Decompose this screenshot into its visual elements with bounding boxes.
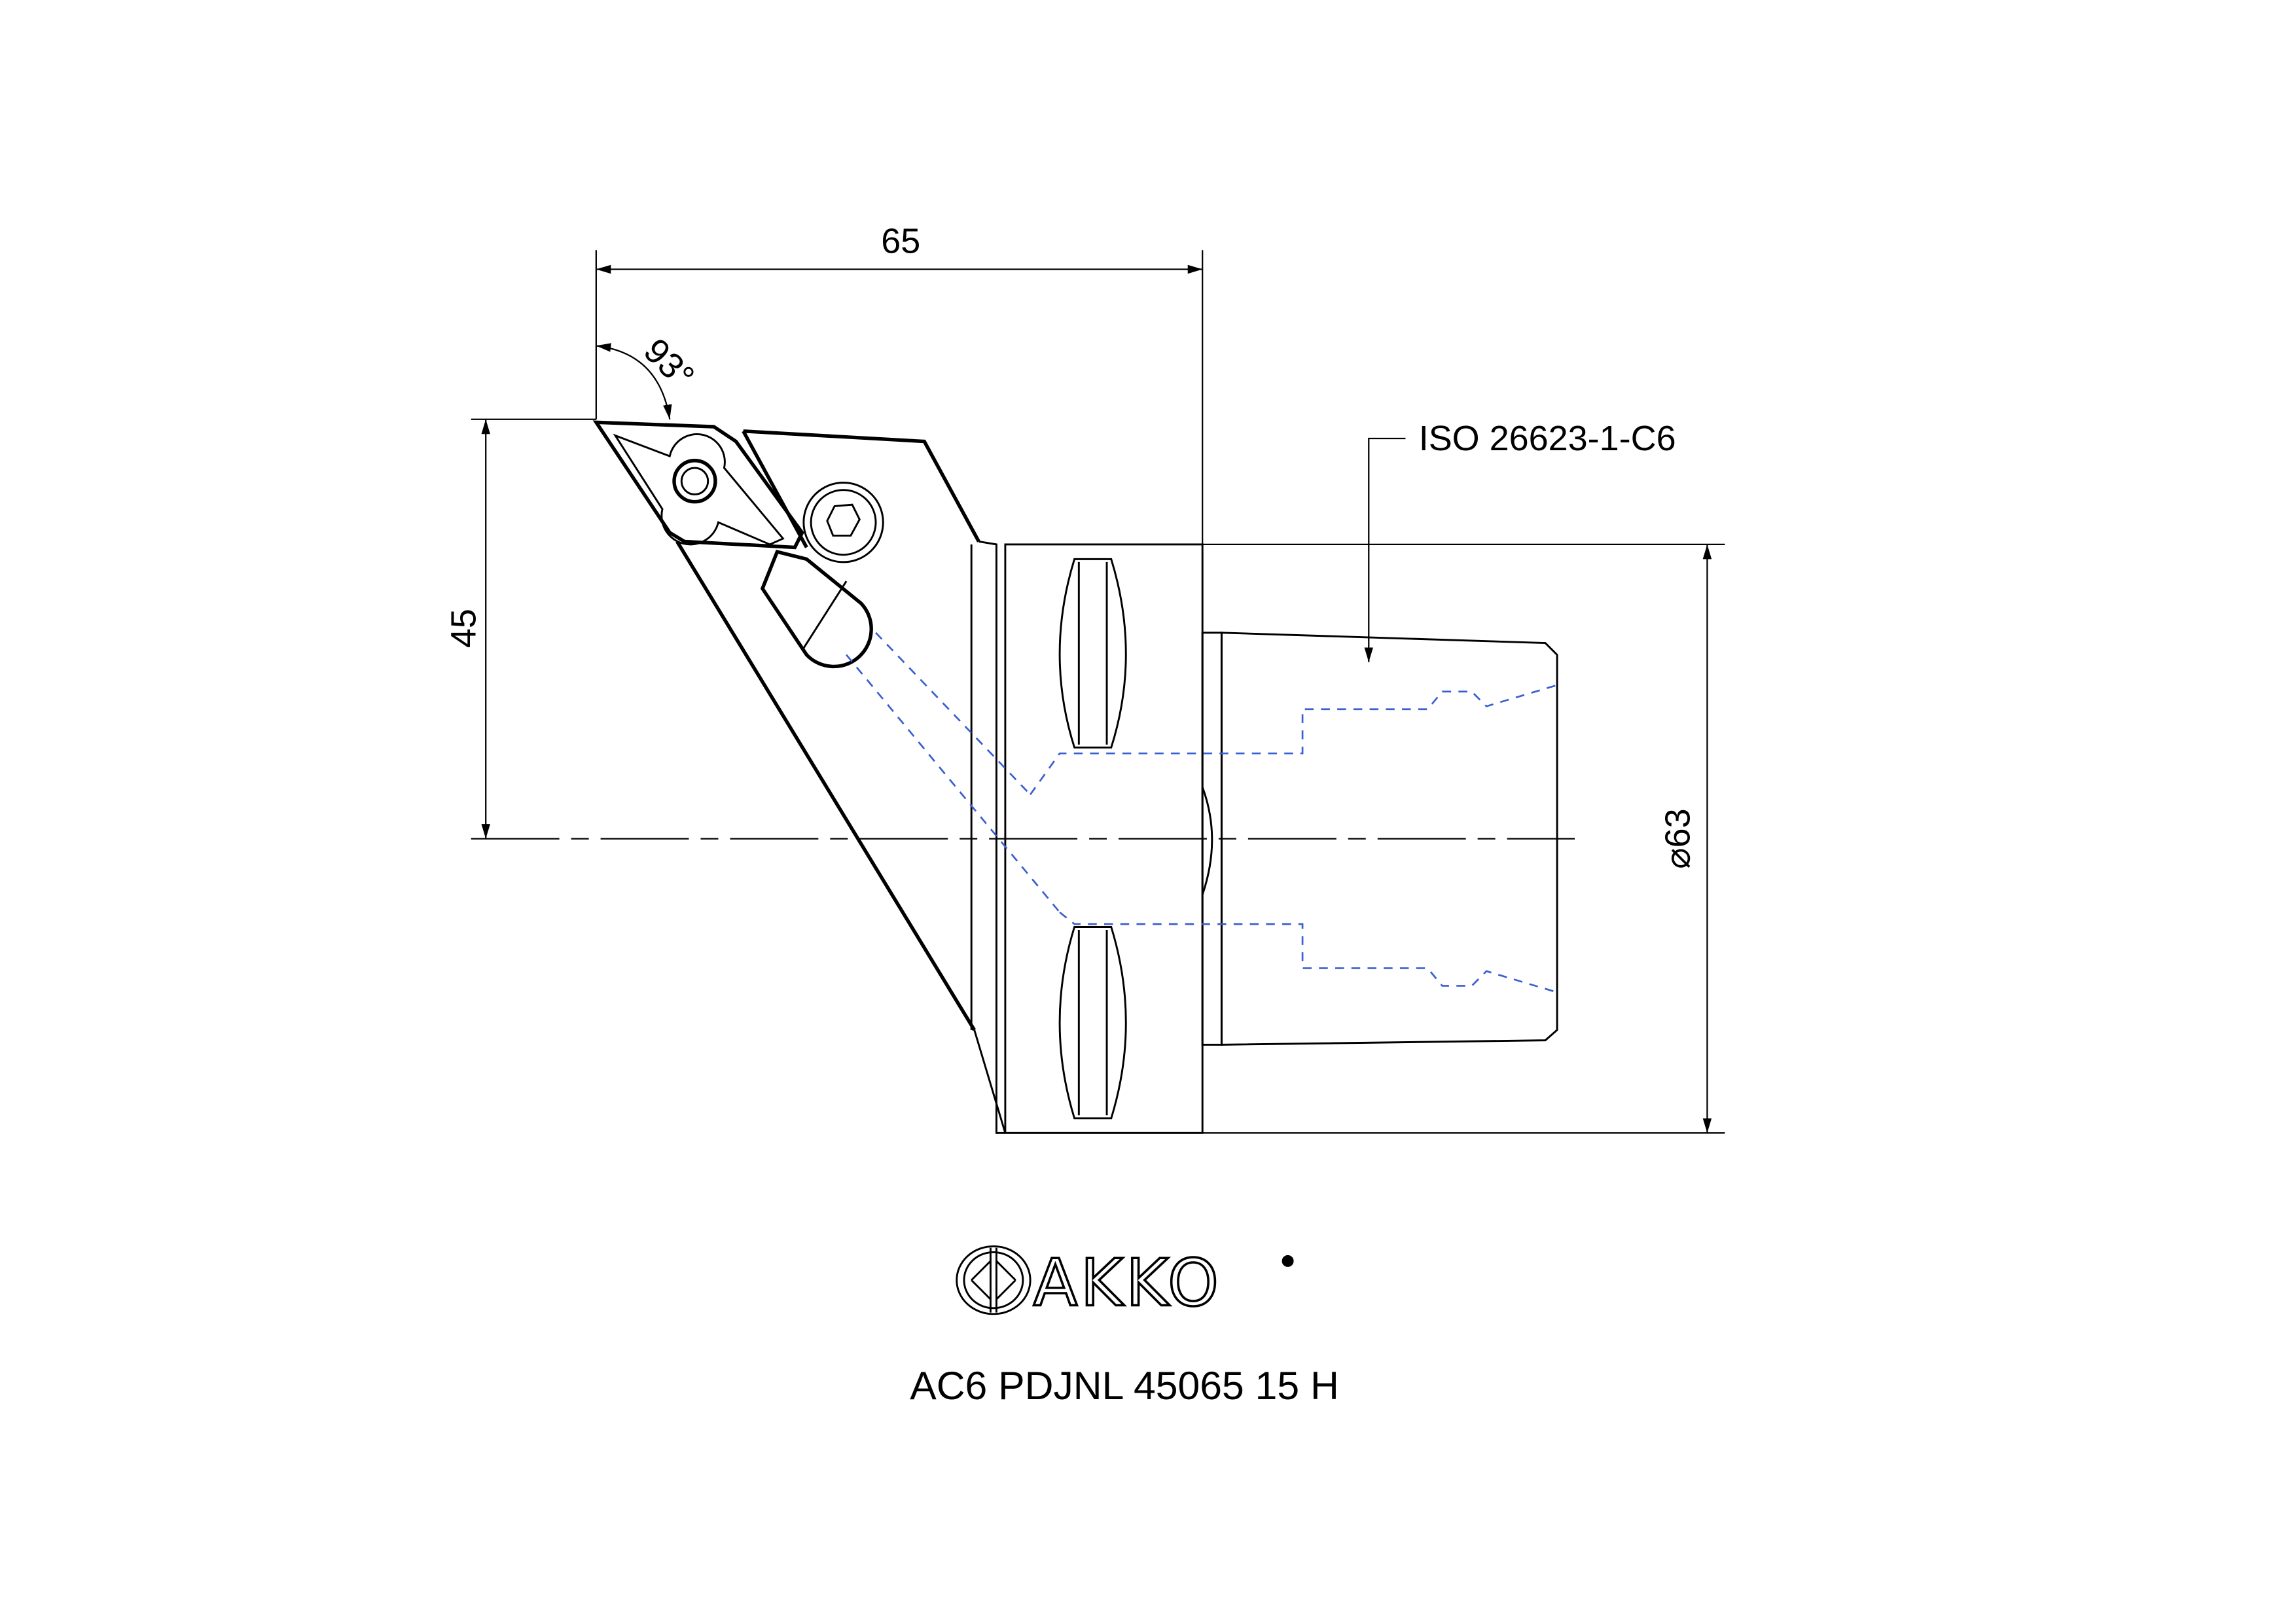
interface-callout: ISO 26623-1-C6 <box>1364 419 1676 662</box>
akko-logo: AKKO <box>956 1245 1294 1322</box>
dimension-diameter-label: ⌀63 <box>1658 808 1697 869</box>
tool-holder <box>592 420 1558 1134</box>
drive-slot <box>1058 558 1127 749</box>
dimension-height-label: 45 <box>444 609 483 648</box>
hex-socket-icon <box>826 503 861 537</box>
dimension-angle-label: 93° <box>636 331 702 397</box>
dimension-length-label: 65 <box>881 222 920 261</box>
clamp <box>760 549 873 669</box>
dimension-height: 45 <box>444 418 596 839</box>
insert <box>592 420 804 550</box>
hidden-lines <box>846 632 1560 994</box>
insert-screw-icon <box>672 459 717 504</box>
polygon-taper <box>1220 632 1558 1046</box>
dimension-angle: 93° <box>596 331 702 419</box>
dimension-length: 65 <box>595 222 1204 544</box>
interface-label: ISO 26623-1-C6 <box>1419 419 1676 458</box>
brand-name: AKKO <box>1033 1245 1222 1321</box>
product-code: AC6 PDJNL 45065 15 H <box>910 1363 1339 1408</box>
clamp-screw <box>802 482 884 563</box>
drive-slot <box>1058 926 1127 1120</box>
